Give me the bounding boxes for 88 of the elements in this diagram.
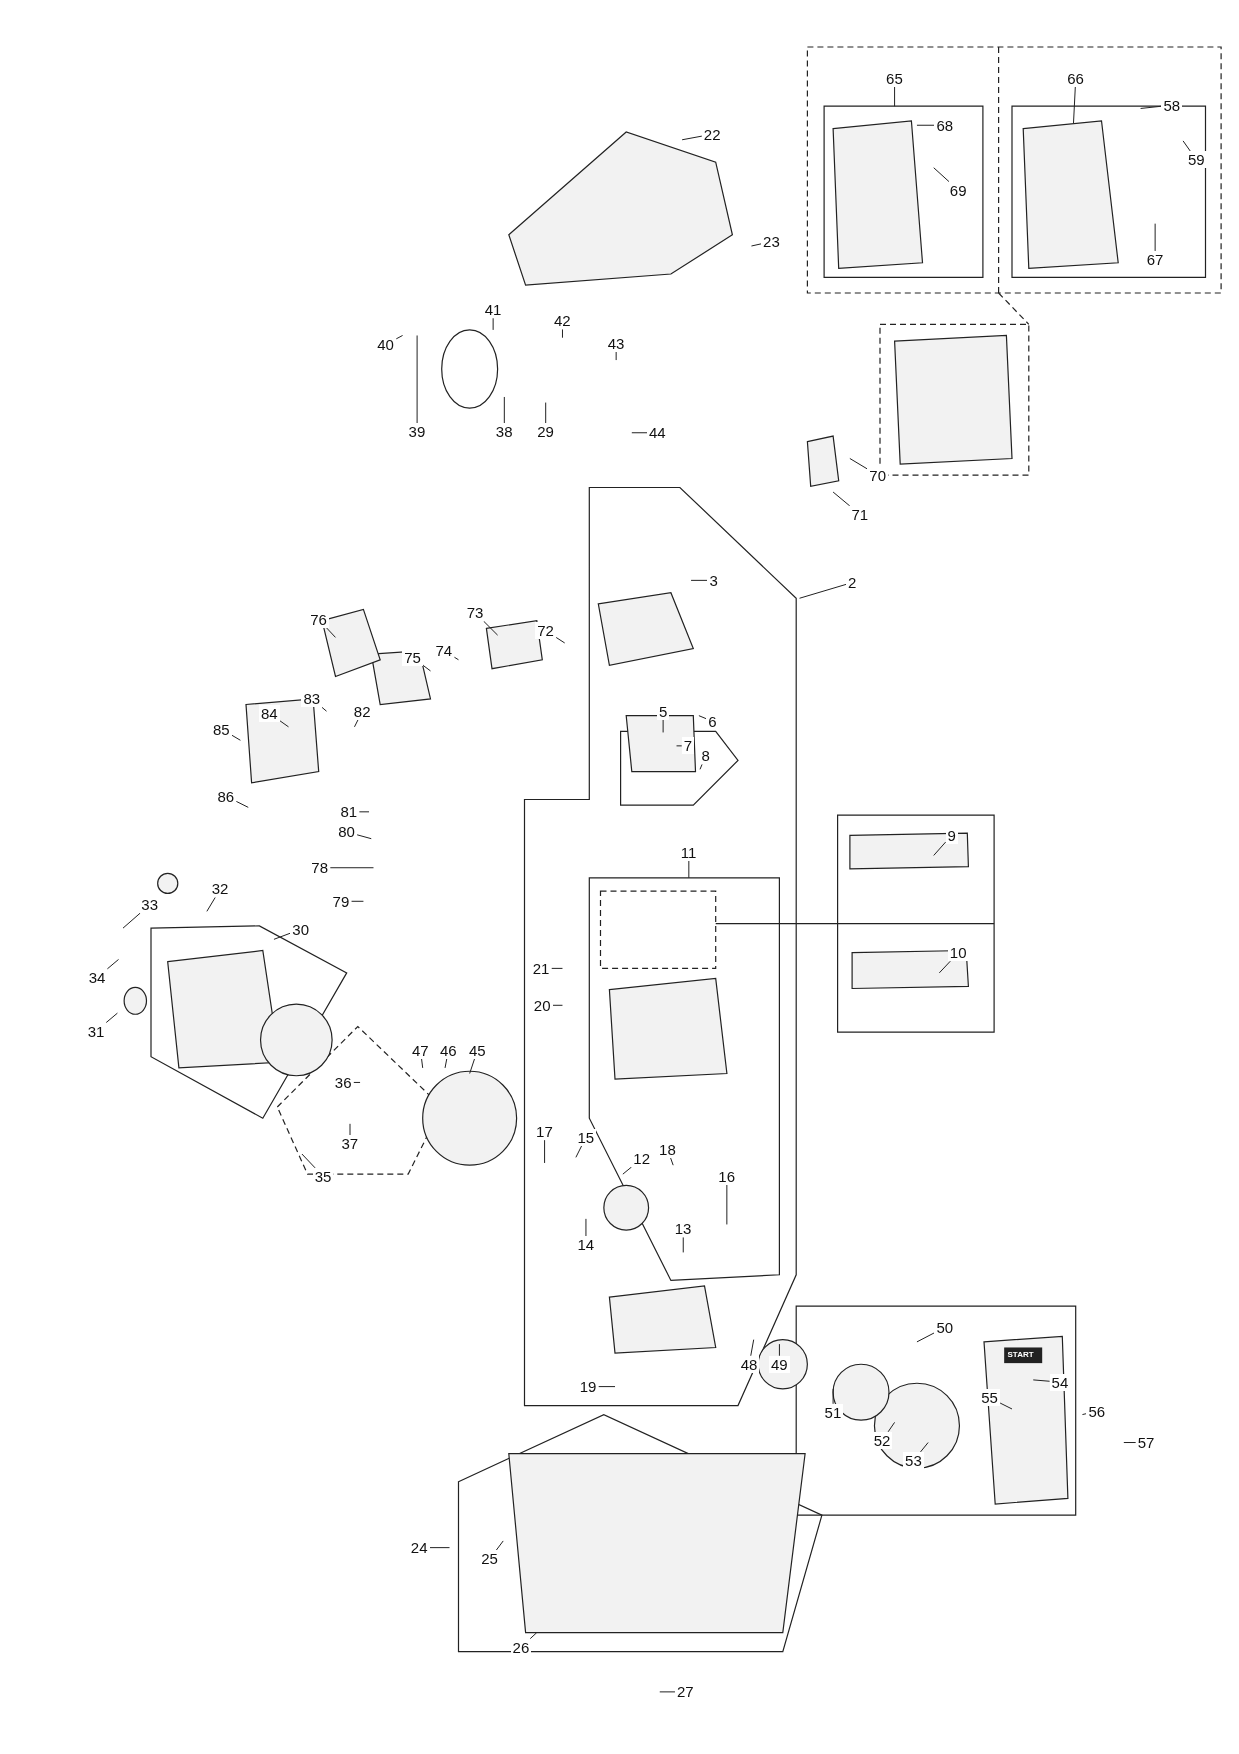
leader-line xyxy=(726,1184,728,1225)
leader-line xyxy=(492,317,494,331)
leader-line xyxy=(631,432,648,434)
leader-line xyxy=(469,1058,476,1074)
leader-line xyxy=(575,1145,583,1158)
leader-line xyxy=(206,897,216,912)
leader-line xyxy=(495,1540,504,1551)
leader-line xyxy=(699,763,703,770)
leader-line xyxy=(662,719,664,733)
leader-line xyxy=(778,1343,780,1357)
leader-line xyxy=(483,620,499,636)
leader-line xyxy=(682,1236,684,1253)
callout-number: 48 xyxy=(738,1355,760,1373)
callout-number: 52 xyxy=(871,1431,893,1449)
leader-line xyxy=(349,1123,351,1136)
leader-line xyxy=(416,334,418,424)
leader-line xyxy=(356,834,372,840)
callout-number: 51 xyxy=(822,1403,844,1421)
callout-number: 59 xyxy=(1186,151,1207,169)
leader-line xyxy=(544,1139,546,1164)
leader-line xyxy=(676,745,683,747)
leader-line xyxy=(887,1421,896,1433)
leader-line xyxy=(832,491,851,507)
leader-line xyxy=(688,860,690,879)
leader-line xyxy=(698,715,707,720)
leader-line xyxy=(105,1012,118,1023)
leader-line xyxy=(681,135,703,141)
callout-number: 75 xyxy=(402,649,423,666)
leader-line xyxy=(231,734,241,741)
leader-line xyxy=(1081,1413,1087,1416)
leader-line xyxy=(321,706,327,712)
leader-line xyxy=(429,1547,451,1549)
leader-line xyxy=(421,1058,424,1069)
callout-number: 70 xyxy=(867,466,888,484)
leader-line xyxy=(585,1218,587,1237)
leader-line xyxy=(545,402,547,424)
leader-line xyxy=(916,1332,935,1343)
leader-line xyxy=(326,627,336,638)
leader-line xyxy=(351,900,364,902)
leader-line xyxy=(1073,86,1076,124)
leader-line xyxy=(849,457,868,470)
leader-line xyxy=(422,664,431,672)
leader-line xyxy=(999,1402,1013,1410)
leader-line xyxy=(690,579,708,581)
leader-line xyxy=(750,1339,755,1357)
leader-line xyxy=(106,958,120,970)
leader-line xyxy=(1032,1379,1051,1382)
leader-line xyxy=(122,912,141,929)
leader-line xyxy=(273,932,291,940)
leader-line xyxy=(938,960,951,974)
leader-line xyxy=(552,1004,563,1006)
leader-line xyxy=(622,1166,633,1175)
leader-line xyxy=(1123,1442,1137,1443)
leader-line xyxy=(555,637,566,644)
leader-line xyxy=(670,1157,674,1166)
leader-line xyxy=(503,396,505,424)
leader-line xyxy=(358,811,370,813)
handle-imprint: START xyxy=(1007,1349,1034,1359)
callout-number: 15 xyxy=(575,1128,597,1146)
leader-line xyxy=(916,124,935,126)
leader-line xyxy=(933,841,947,856)
leader-line xyxy=(598,1386,616,1388)
leader-line xyxy=(920,1442,929,1453)
leader-line xyxy=(279,720,289,728)
callout-number: 55 xyxy=(979,1389,1000,1407)
leader-line xyxy=(453,656,459,661)
callout-number: 72 xyxy=(535,622,556,640)
leader-line xyxy=(529,1632,538,1640)
leader-line xyxy=(551,967,563,969)
leader-line xyxy=(799,583,847,599)
leader-line xyxy=(832,1388,834,1405)
leader-line xyxy=(444,1058,448,1069)
leader-line xyxy=(1154,223,1156,252)
leader-line xyxy=(933,167,950,183)
leader-line xyxy=(659,1691,676,1693)
leader-line xyxy=(894,86,896,107)
leader-line xyxy=(395,334,404,340)
leader-line xyxy=(235,800,249,808)
leader-line xyxy=(750,243,762,247)
leader-line xyxy=(329,867,374,869)
leader-line xyxy=(353,1081,361,1083)
leader-line xyxy=(561,328,563,339)
leader-line xyxy=(1140,105,1162,109)
leader-line xyxy=(354,719,359,728)
leader-line xyxy=(615,351,617,361)
callout-number: 71 xyxy=(849,505,871,523)
leader-line xyxy=(1182,140,1191,152)
leader-line xyxy=(301,1153,316,1169)
